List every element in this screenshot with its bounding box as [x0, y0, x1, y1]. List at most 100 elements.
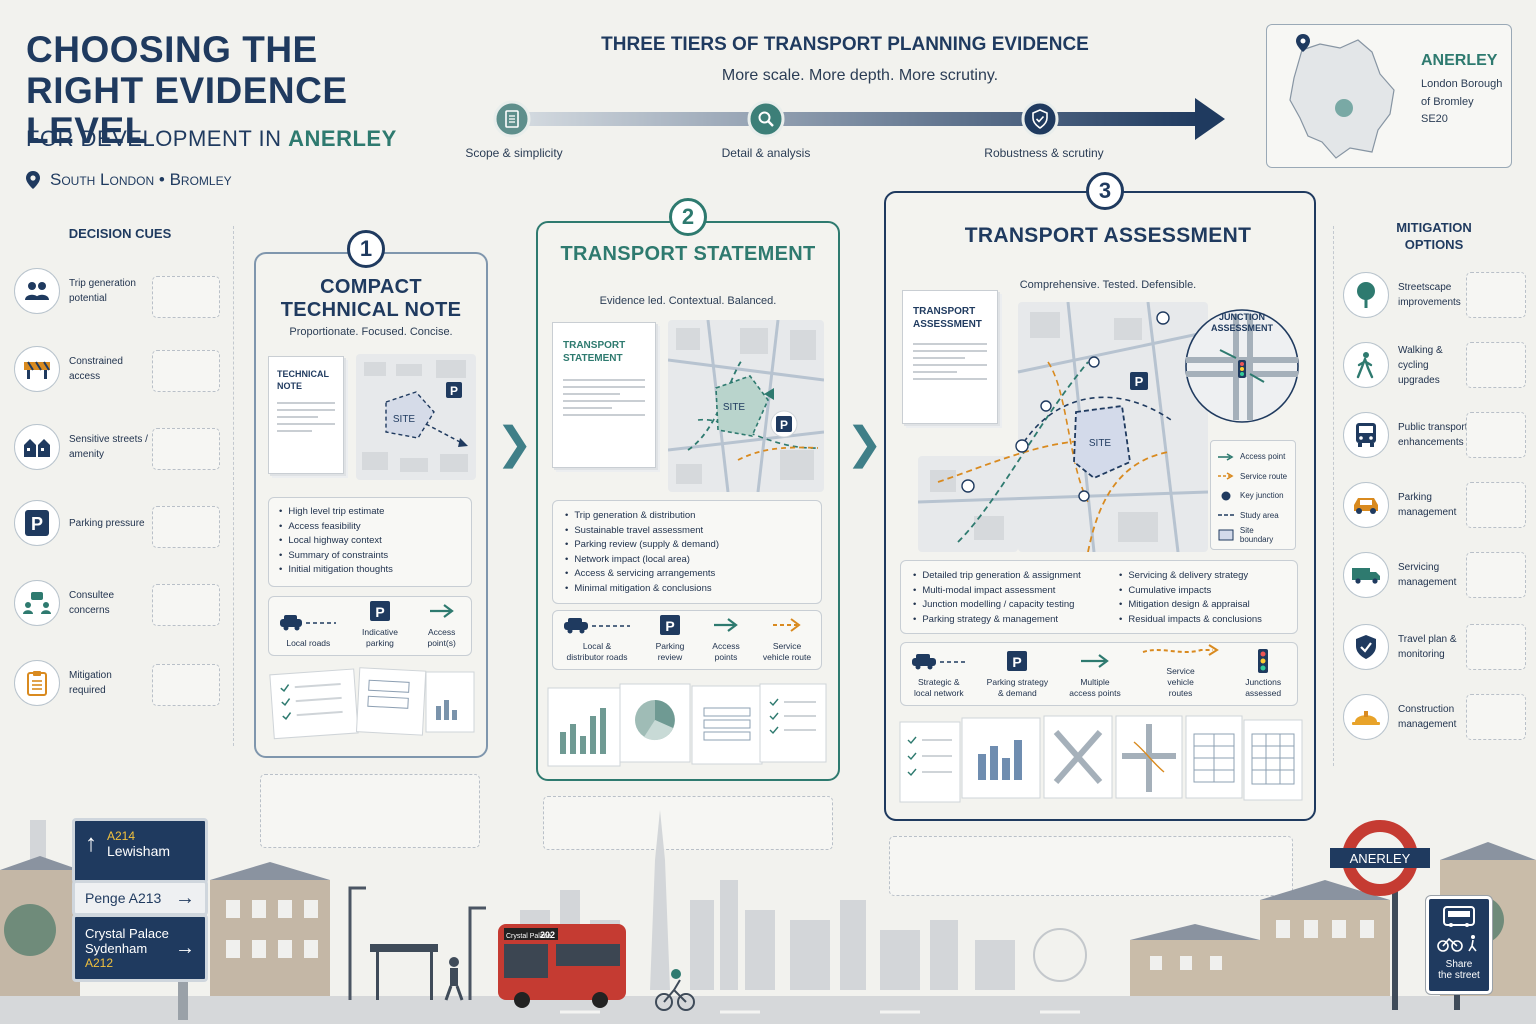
mitigation-box-2[interactable] — [1466, 342, 1526, 388]
mitigation-streetscape: Streetscape improvements — [1343, 272, 1468, 318]
doc-label: TECHNICAL NOTE — [277, 369, 329, 391]
sign-place: Crystal Palace — [85, 926, 169, 941]
cue-input-box-4[interactable] — [152, 506, 220, 548]
mitigation-box-7[interactable] — [1466, 694, 1526, 740]
mitigation-label: Parking management — [1398, 492, 1457, 518]
bullet-item: High level trip estimate — [279, 505, 461, 520]
bullet-item: Local highway context — [279, 534, 461, 549]
footer-label: Local roads — [286, 637, 331, 648]
page-title: CHOOSING THE RIGHT EVIDENCE LEVEL — [26, 29, 348, 152]
arrow-right-icon: → — [175, 886, 195, 909]
cue-label: Mitigation required — [69, 670, 112, 696]
sign-road-number: A212 — [85, 956, 114, 970]
station-name: ANERLEY — [1350, 851, 1411, 866]
walking-icon — [1343, 342, 1389, 388]
footer-label: Local & distributor roads — [566, 640, 628, 662]
parking-icon: P — [1007, 650, 1028, 671]
bullet-item: Residual impacts & conclusions — [1119, 613, 1262, 628]
people-icon — [14, 268, 60, 314]
tier-label-3: Robustness & scrutiny — [984, 146, 1104, 160]
cue-trip-generation: Trip generation potential — [14, 268, 149, 314]
panel-2-notes-box[interactable] — [543, 796, 833, 850]
sign-place: Penge A213 — [85, 890, 162, 906]
mitigation-servicing: Servicing management — [1343, 552, 1468, 598]
consultees-icon — [14, 580, 60, 626]
footer-label: Service vehicle route — [762, 640, 812, 662]
mitigation-label: Public transport enhancements — [1398, 422, 1468, 448]
bullet-item: Multi-modal impact assessment — [913, 584, 1093, 599]
footer-label: Parking strategy & demand — [986, 676, 1049, 698]
map-line-2: of Bromley — [1421, 95, 1474, 108]
mitigation-box-3[interactable] — [1466, 412, 1526, 458]
bus-destination: Crystal Palace — [506, 933, 551, 940]
mitigation-box-6[interactable] — [1466, 624, 1526, 670]
divider-right — [1333, 226, 1334, 766]
road-sign-lewisham: ↑ A214 Lewisham — [72, 818, 208, 884]
site-label: SITE — [723, 402, 746, 413]
map-area-name: ANERLEY — [1421, 52, 1498, 69]
mitigation-construction: Construction management — [1343, 694, 1468, 740]
transport-assessment-document: TRANSPORT ASSESSMENT — [902, 290, 998, 424]
footer-local-roads: Local roads — [278, 610, 338, 649]
footer-multiple-access: Multiple access points — [1067, 649, 1123, 699]
arrow-up-icon: ↑ — [85, 830, 97, 857]
bullet-item: Access & servicing arrangements — [565, 567, 809, 582]
mitigation-box-5[interactable] — [1466, 552, 1526, 598]
footer-access-points: Access points — [708, 613, 744, 663]
panel-1-notes-box[interactable] — [260, 774, 480, 848]
map-legend: Access point Service route Key junction … — [1210, 440, 1296, 550]
svg-text:P: P — [665, 618, 674, 634]
bus-number: 202 — [540, 930, 555, 940]
key-junction-icon — [1221, 491, 1231, 501]
cue-label: Parking pressure — [69, 517, 145, 529]
sign-place: Sydenham — [85, 941, 148, 956]
panel-3-bullets: Detailed trip generation & assignment Mu… — [900, 560, 1298, 634]
footer-indicative-parking: P Indicative parking — [357, 599, 403, 649]
hardhat-icon — [1343, 694, 1389, 740]
mitigation-box-1[interactable] — [1466, 272, 1526, 318]
sign-place: Lewisham — [107, 843, 171, 859]
subtitle-prefix: FOR DEVELOPMENT IN — [26, 126, 289, 151]
site-label: SITE — [393, 414, 416, 425]
bullet-item: Servicing & delivery strategy — [1119, 569, 1262, 584]
mitigation-parking: Parking management — [1343, 482, 1468, 528]
cue-input-box-6[interactable] — [152, 664, 220, 706]
car-icon — [564, 617, 630, 634]
footer-label: Multiple access points — [1069, 676, 1121, 698]
footer-label: Strategic & local network — [913, 676, 964, 698]
arrow-right-icon — [429, 604, 454, 618]
legend-key-junction: Key junction — [1217, 486, 1289, 506]
panel-1-footer: Local roads P Indicative parking Access … — [268, 596, 472, 656]
panel-3-notes-box[interactable] — [889, 836, 1293, 896]
panel-3-footer: Strategic & local network P Parking stra… — [900, 642, 1298, 706]
cue-input-box-5[interactable] — [152, 584, 220, 626]
cue-constrained-access: Constrained access — [14, 346, 149, 392]
cue-label: Trip generation potential — [69, 278, 136, 304]
panel-2-footer: Local & distributor roads P Parking revi… — [552, 610, 822, 670]
site-boundary-icon — [1218, 529, 1234, 541]
mitigation-box-4[interactable] — [1466, 482, 1526, 528]
panel-1-site-map: P SITE — [356, 354, 476, 480]
technical-note-document: TECHNICAL NOTE — [268, 356, 344, 474]
tier-progress-arrow — [493, 98, 1225, 140]
footer-parking-strategy: P Parking strategy & demand — [985, 649, 1049, 699]
footer-parking-review: P Parking review — [650, 613, 690, 663]
panel-2-bullets: Trip generation & distribution Sustainab… — [552, 500, 822, 604]
footer-service-routes: Service vehicle routes — [1141, 638, 1221, 699]
cue-input-box-3[interactable] — [152, 428, 220, 470]
cue-input-box-2[interactable] — [152, 350, 220, 392]
bullet-item: Cumulative impacts — [1119, 584, 1262, 599]
doc-label: TRANSPORT STATEMENT — [563, 340, 626, 364]
cue-input-box-1[interactable] — [152, 276, 220, 318]
cue-sensitive-streets: Sensitive streets / amenity — [14, 424, 149, 470]
tiers-subtitle: More scale. More depth. More scrutiny. — [721, 67, 999, 84]
legend-label: Service route — [1240, 471, 1288, 481]
mitigation-label: Walking & cycling upgrades — [1398, 344, 1443, 386]
mitigation-label: Servicing management — [1398, 562, 1457, 588]
footer-access-points: Access point(s) — [422, 599, 462, 649]
junction-assessment-inset — [1185, 309, 1299, 423]
parking-icon: P — [14, 500, 60, 546]
legend-service-route: Service route — [1217, 467, 1289, 487]
svg-text:P: P — [31, 514, 43, 534]
bullet-item: Parking strategy & management — [913, 613, 1093, 628]
